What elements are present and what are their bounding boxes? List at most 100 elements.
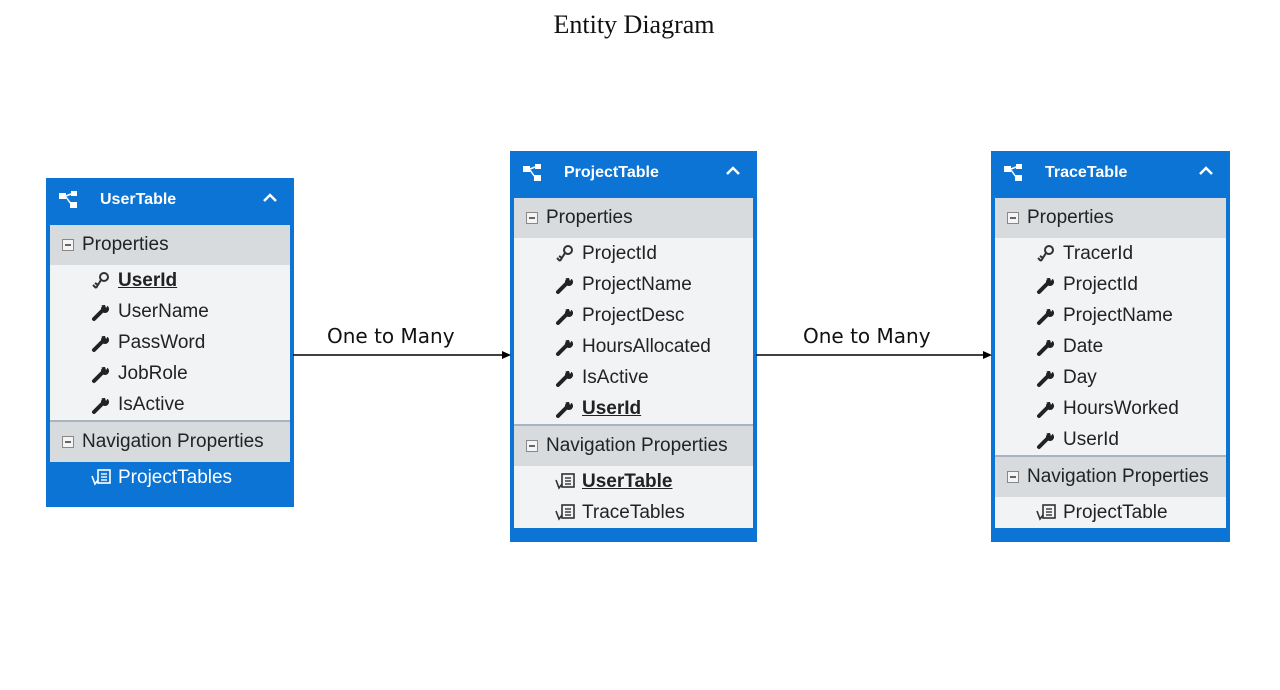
navigation-section-header[interactable]: Navigation Properties: [514, 426, 753, 466]
entity-icon: [59, 191, 77, 208]
property-row[interactable]: ProjectName: [995, 300, 1226, 331]
wrench-icon: [90, 364, 112, 384]
property-row[interactable]: HoursWorked: [995, 393, 1226, 424]
property-row[interactable]: UserName: [50, 296, 290, 327]
diagram-title: Entity Diagram: [553, 10, 715, 39]
collapse-minus-icon[interactable]: [1007, 471, 1019, 483]
entity-header[interactable]: UserTable: [46, 178, 294, 225]
property-label: UserId: [582, 397, 642, 419]
collapse-minus-icon[interactable]: [526, 212, 538, 224]
collapse-minus-icon[interactable]: [526, 440, 538, 452]
property-row[interactable]: UserId: [50, 265, 290, 296]
property-row[interactable]: Date: [995, 331, 1226, 362]
property-label: PassWord: [118, 331, 206, 353]
relationship-user-project: One to Many: [293, 320, 511, 360]
navigation-list: ProjectTables: [50, 462, 290, 493]
property-row[interactable]: IsActive: [514, 362, 753, 393]
property-label: IsActive: [118, 393, 185, 415]
wrench-icon: [1035, 399, 1057, 419]
property-row[interactable]: ProjectId: [514, 238, 753, 269]
property-row[interactable]: UserId: [995, 424, 1226, 455]
entity-header[interactable]: ProjectTable: [510, 151, 757, 198]
collapse-minus-icon[interactable]: [62, 239, 74, 251]
property-label: UserId: [118, 269, 178, 291]
properties-section-header[interactable]: Properties: [995, 198, 1226, 238]
entity-name: TraceTable: [1045, 164, 1128, 181]
property-row[interactable]: JobRole: [50, 358, 290, 389]
collapse-chevron-icon[interactable]: [1198, 163, 1214, 177]
relationship-label: One to Many: [803, 324, 931, 348]
property-label: Date: [1063, 335, 1104, 357]
property-label: TraceTables: [582, 501, 685, 523]
property-label: HoursWorked: [1063, 397, 1179, 419]
property-label: UserId: [1063, 428, 1119, 450]
property-label: TracerId: [1063, 242, 1134, 264]
navigation-icon: [90, 468, 112, 488]
property-row[interactable]: UserId: [514, 393, 753, 424]
property-label: JobRole: [118, 362, 188, 384]
navigation-icon: [554, 503, 576, 523]
wrench-icon: [90, 302, 112, 322]
property-row[interactable]: TracerId: [995, 238, 1226, 269]
property-row[interactable]: IsActive: [50, 389, 290, 420]
collapse-minus-icon[interactable]: [62, 436, 74, 448]
wrench-icon: [1035, 337, 1057, 357]
entity-name: ProjectTable: [564, 164, 659, 181]
property-label: Day: [1063, 366, 1097, 388]
wrench-icon: [90, 333, 112, 353]
property-row[interactable]: ProjectDesc: [514, 300, 753, 331]
property-label: UserTable: [582, 470, 673, 492]
wrench-icon: [554, 399, 576, 419]
navigation-section-header[interactable]: Navigation Properties: [50, 422, 290, 462]
property-label: ProjectDesc: [582, 304, 685, 326]
property-row[interactable]: HoursAllocated: [514, 331, 753, 362]
property-label: ProjectName: [1063, 304, 1173, 326]
property-label: ProjectId: [1063, 273, 1138, 295]
wrench-icon: [554, 337, 576, 357]
relationship-arrow: [293, 351, 511, 359]
navigation-list: ProjectTable: [995, 497, 1226, 528]
properties-section-header[interactable]: Properties: [514, 198, 753, 238]
property-row[interactable]: TraceTables: [514, 497, 753, 528]
property-row[interactable]: PassWord: [50, 327, 290, 358]
key-icon: [90, 271, 112, 291]
section-divider: [50, 420, 290, 422]
entity-icon: [1004, 164, 1022, 181]
relationship-label: One to Many: [327, 324, 455, 348]
property-row[interactable]: Day: [995, 362, 1226, 393]
entity-header[interactable]: TraceTable: [991, 151, 1230, 198]
property-label: HoursAllocated: [582, 335, 711, 357]
relationship-project-trace: One to Many: [756, 320, 992, 360]
wrench-icon: [1035, 306, 1057, 326]
wrench-icon: [1035, 275, 1057, 295]
property-row[interactable]: ProjectTables: [50, 462, 290, 493]
navigation-section-header[interactable]: Navigation Properties: [995, 457, 1226, 497]
property-row[interactable]: UserTable: [514, 466, 753, 497]
navigation-icon: [1035, 503, 1057, 523]
property-label: IsActive: [582, 366, 649, 388]
property-row[interactable]: ProjectTable: [995, 497, 1226, 528]
entity-icon: [523, 164, 541, 181]
property-label: ProjectTables: [118, 466, 233, 488]
collapse-chevron-icon[interactable]: [725, 163, 741, 177]
property-label: ProjectTable: [1063, 501, 1168, 523]
wrench-icon: [1035, 368, 1057, 388]
property-label: ProjectId: [582, 242, 657, 264]
collapse-chevron-icon[interactable]: [262, 190, 278, 204]
entity-name: UserTable: [100, 191, 177, 208]
property-label: ProjectName: [582, 273, 692, 295]
wrench-icon: [554, 368, 576, 388]
navigation-icon: [554, 472, 576, 492]
property-label: UserName: [118, 300, 209, 322]
property-row[interactable]: ProjectId: [995, 269, 1226, 300]
property-row[interactable]: ProjectName: [514, 269, 753, 300]
section-divider: [514, 424, 753, 426]
properties-section-header[interactable]: Properties: [50, 225, 290, 265]
collapse-minus-icon[interactable]: [1007, 212, 1019, 224]
